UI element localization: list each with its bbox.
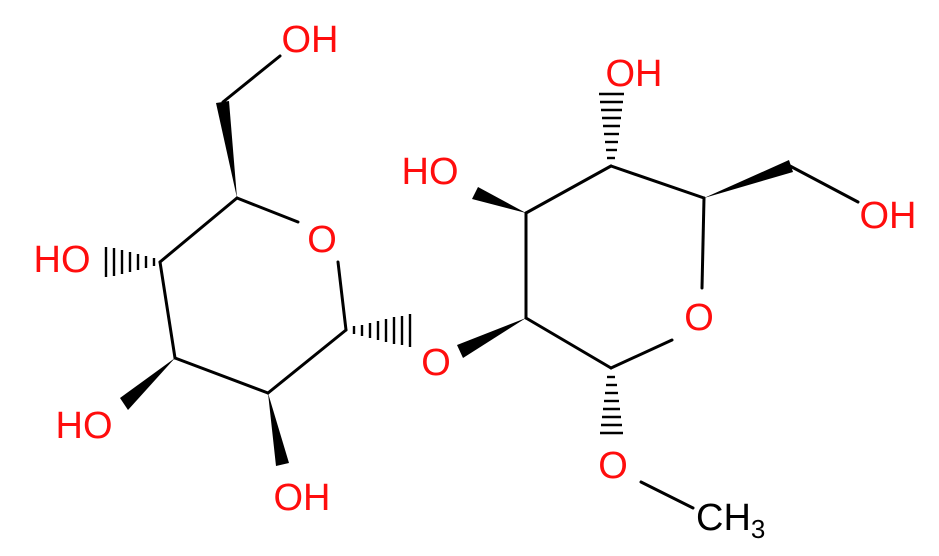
atom-label-ho: HO: [402, 151, 459, 193]
wedge-bond: [216, 101, 237, 198]
hashed-bond: [352, 314, 412, 347]
wedge-bond: [704, 160, 793, 198]
atom-label-oh: OH: [282, 19, 339, 61]
right-ring-bonds: [524, 164, 860, 510]
bond: [609, 338, 674, 370]
hashed-bond: [104, 247, 156, 277]
left-ring-bonds: [158, 54, 348, 395]
bond: [700, 196, 706, 290]
glycosidic-oxygen-label: O: [421, 342, 451, 384]
bond: [788, 164, 860, 204]
bond: [524, 316, 613, 370]
bond: [221, 54, 282, 104]
ring-oxygen-label: O: [307, 219, 337, 261]
wedge-bond: [120, 358, 175, 410]
bond: [158, 260, 177, 360]
bond: [524, 164, 613, 215]
atom-label-ho: HO: [56, 405, 113, 447]
bond: [173, 356, 270, 395]
bond: [639, 480, 695, 510]
hashed-bond: [599, 92, 624, 160]
wedge-bond: [457, 318, 526, 358]
atom-label-oh: OH: [606, 53, 663, 95]
ring-oxygen-label: O: [684, 297, 714, 339]
bond: [266, 328, 348, 395]
atom-label-ho: HO: [34, 239, 91, 281]
methoxy-oxygen-label: O: [598, 445, 628, 487]
bond: [235, 196, 300, 224]
bond: [336, 260, 348, 332]
atom-label-oh: OH: [274, 477, 331, 519]
methyl-label: CH3: [696, 497, 765, 544]
hashed-bond: [600, 375, 623, 435]
bond: [609, 164, 706, 200]
bond: [158, 196, 239, 264]
atom-label-oh: OH: [860, 195, 917, 237]
wedge-bond: [268, 393, 289, 466]
wedge-bond: [472, 187, 526, 213]
